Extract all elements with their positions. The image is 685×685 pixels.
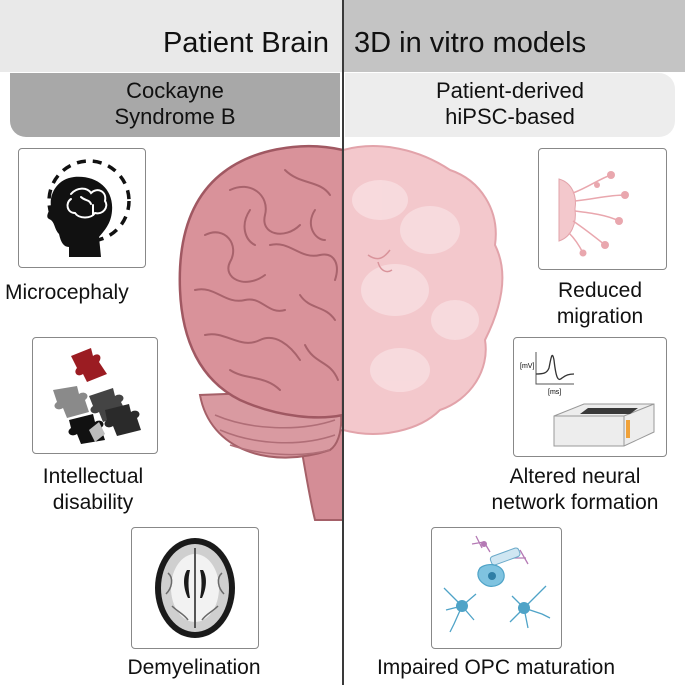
intellectual-disability-card [32, 337, 158, 454]
reduced-migration-label: Reduced migration [535, 278, 665, 330]
intellectual-disability-line2: disability [52, 491, 134, 514]
neural-network-line1: Altered neural [509, 465, 641, 488]
demyelination-label: Demyelination [127, 656, 261, 679]
microcephaly-label: Microcephaly [5, 281, 129, 304]
multi-electrode-array-icon: [mV] [ms] [520, 352, 655, 447]
right-subtitle-line2: hiPSC-based [445, 104, 575, 129]
opc-maturation-label: Impaired OPC maturation [376, 656, 616, 679]
reduced-migration-line1: Reduced [557, 279, 643, 302]
neural-network-label: Altered neural network formation [475, 464, 675, 516]
center-divider [342, 0, 344, 685]
migrating-cells-icon [558, 171, 629, 257]
left-subtitle-bar: Cockayne Syndrome B [10, 73, 340, 137]
left-subtitle-line2: Syndrome B [114, 104, 236, 129]
reduced-migration-card [538, 148, 667, 270]
intellectual-disability-line1: Intellectual [42, 465, 144, 488]
trace-y-axis-label: [mV] [520, 363, 534, 370]
left-header-band [0, 0, 343, 72]
right-subtitle-line1: Patient-derived [436, 78, 584, 103]
neural-network-line2: network formation [491, 491, 659, 514]
right-subtitle-bar: Patient-derived hiPSC-based [345, 73, 675, 137]
oligodendrocyte-cells-icon [443, 535, 551, 633]
recording-device [553, 403, 655, 447]
brain-mri-scan-icon [155, 538, 235, 638]
reduced-migration-line2: migration [556, 305, 644, 328]
action-potential-trace: [mV] [ms] [520, 352, 575, 396]
left-panel-title: Patient Brain [162, 27, 329, 59]
patient-brain-half [178, 144, 343, 521]
right-panel-title: 3D in vitro models [354, 27, 587, 59]
neural-network-card: [mV] [ms] [513, 337, 667, 457]
child-head-microcephaly-icon [47, 159, 131, 257]
opc-maturation-card [431, 527, 562, 649]
right-header-band [343, 0, 685, 72]
intellectual-disability-label: Intellectual disability [28, 464, 158, 516]
microcephaly-card [18, 148, 146, 268]
brain-organoid-half [343, 145, 504, 435]
trace-x-axis-label: [ms] [548, 389, 561, 396]
puzzle-pieces-icon [53, 348, 141, 444]
demyelination-card [131, 527, 259, 649]
left-subtitle-line1: Cockayne [126, 78, 224, 103]
